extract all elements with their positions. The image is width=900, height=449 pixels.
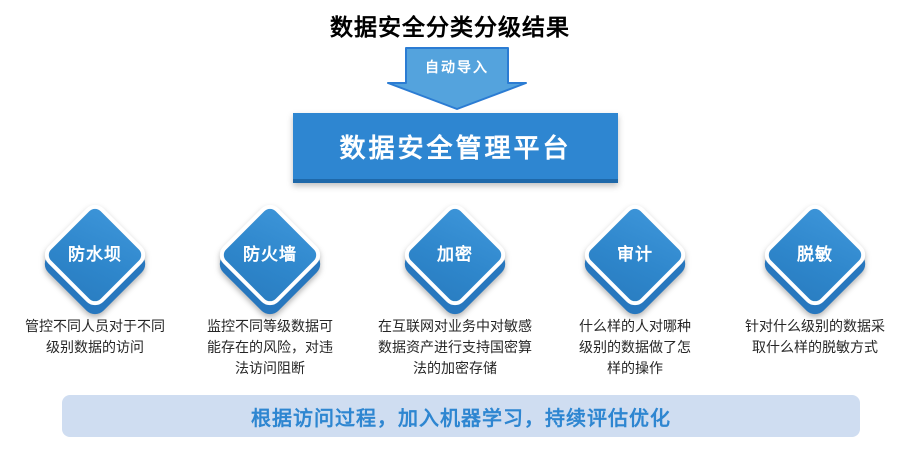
footer-banner: 根据访问过程，加入机器学习，持续评估优化 bbox=[62, 395, 860, 437]
module-label: 防火墙 bbox=[243, 244, 297, 264]
module-label: 防水坝 bbox=[68, 244, 122, 264]
module-label: 脱敏 bbox=[797, 244, 833, 264]
module-diamond-audit: 审计 bbox=[577, 197, 693, 320]
module-diamond-masking: 脱敏 bbox=[757, 197, 873, 320]
module-description: 针对什么级别的数据采 取什么样的脱敏方式 bbox=[745, 318, 885, 355]
page-title: 数据安全分类分级结果 bbox=[330, 14, 570, 40]
module-label: 加密 bbox=[437, 244, 473, 264]
module-diamond-waterdam: 防水坝 bbox=[37, 197, 153, 320]
module-description: 什么样的人对哪种 级别的数据做了怎 样的操作 bbox=[579, 318, 691, 376]
footer-banner-label: 根据访问过程，加入机器学习，持续评估优化 bbox=[251, 407, 671, 430]
module-description: 在互联网对业务中对敏感 数据资产进行支持国密算 法的加密存储 bbox=[378, 318, 532, 376]
module-description: 管控不同人员对于不同 级别数据的访问 bbox=[25, 318, 165, 355]
down-arrow-icon bbox=[387, 47, 527, 110]
module-label: 审计 bbox=[617, 244, 653, 264]
arrow-label: 自动导入 bbox=[425, 59, 489, 75]
module-diamond-firewall: 防火墙 bbox=[212, 197, 328, 320]
module-description: 监控不同等级数据可 能存在的风险，对违 法访问阻断 bbox=[207, 318, 333, 376]
platform-banner-label: 数据安全管理平台 bbox=[339, 132, 572, 163]
module-diamond-encryption: 加密 bbox=[397, 197, 513, 320]
platform-banner: 数据安全管理平台 bbox=[293, 113, 618, 183]
